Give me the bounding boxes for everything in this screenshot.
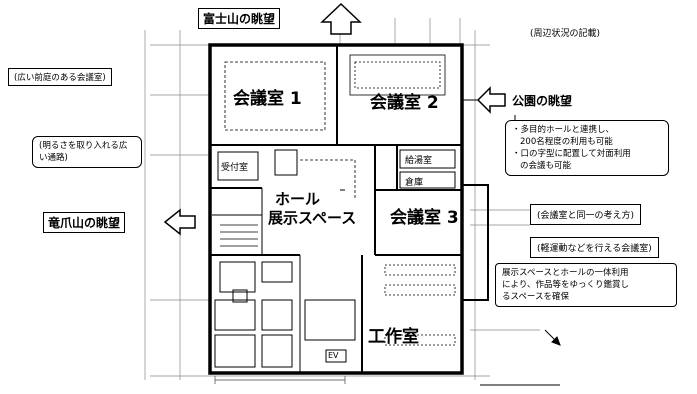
- park-view-label: 公園の眺望: [512, 94, 573, 108]
- meeting-room-3-label: 会議室 3: [390, 208, 459, 228]
- small-room-label: 倉庫: [405, 178, 424, 188]
- park-note-line: ・口の字型に配置して対面利用: [512, 149, 631, 159]
- ryuso-view-label: 竜爪山の眺望: [43, 212, 126, 233]
- small-room-label: 給湯室: [405, 156, 433, 166]
- park-note-line: 200名程度の利用も可能: [520, 137, 613, 147]
- fuji-view-label: 富士山の眺望: [198, 8, 281, 29]
- small-room-label: EV: [328, 351, 339, 360]
- workshop-label: 工作室: [368, 327, 419, 347]
- left-top-note: (広い前庭のある会議室): [8, 68, 112, 86]
- exhibition-space-label: 展示スペース: [268, 209, 357, 227]
- meeting-room-2-label: 会議室 2: [370, 93, 439, 113]
- top-right-note: (周辺状況の記載): [530, 29, 601, 39]
- left-middle-note: (明るさを取り入れる広い通路): [32, 136, 142, 168]
- meeting-room-1-label: 会議室 1: [233, 89, 302, 109]
- meeting-concept-tag: (会議室と同一の考え方): [530, 204, 642, 225]
- park-note-line: の会議も可能: [520, 161, 572, 171]
- exhibition-note: 展示スペースとホールの一体利用 により、作品等をゆっくり鑑賞し るスペースを確保: [495, 263, 677, 307]
- exhibition-note-line: るスペースを確保: [502, 292, 569, 302]
- hall-label: ホール: [275, 190, 321, 208]
- exhibition-note-line: により、作品等をゆっくり鑑賞し: [502, 280, 629, 290]
- park-note-line: ・多目的ホールと連携し、: [512, 125, 615, 135]
- light-exercise-tag: (軽運動などを行える会議室): [530, 237, 659, 258]
- exhibition-note-line: 展示スペースとホールの一体利用: [502, 268, 629, 278]
- park-note: ・多目的ホールと連携し、 200名程度の利用も可能 ・口の字型に配置して対面利用…: [505, 120, 669, 176]
- small-room-label: 受付室: [221, 163, 249, 173]
